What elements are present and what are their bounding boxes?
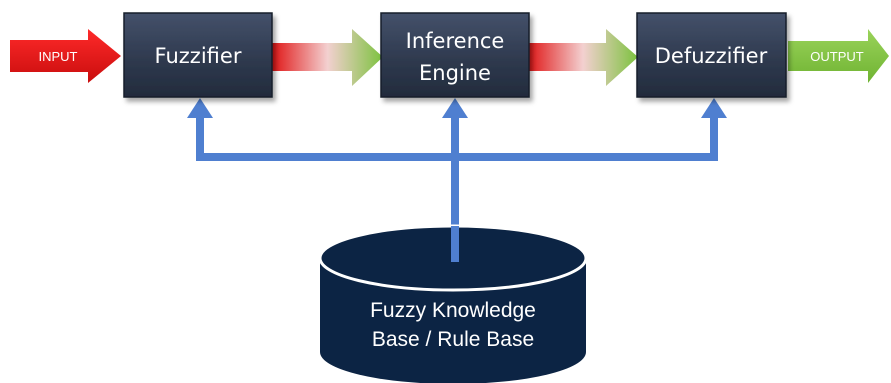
fuzzifier-to-inference-arrow [272, 29, 383, 86]
arrowhead-inference [442, 98, 468, 118]
defuzzifier-box: Defuzzifier [636, 12, 787, 98]
output-arrow: OUTPUT [788, 29, 889, 83]
input-label: INPUT [39, 49, 78, 64]
fuzzifier-box: Fuzzifier [123, 12, 273, 98]
input-arrow: INPUT [10, 29, 121, 83]
defuzzifier-label: Defuzzifier [655, 44, 768, 68]
fuzzifier-label: Fuzzifier [155, 44, 242, 68]
knowledge-base-cylinder: Fuzzy Knowledge Base / Rule Base [318, 224, 588, 383]
arrowhead-defuzzifier [701, 98, 727, 118]
inference-to-defuzzifier-arrow [528, 29, 638, 86]
arrowhead-fuzzifier [187, 98, 213, 118]
knowledge-base-label-line1: Fuzzy Knowledge [370, 299, 536, 322]
inference-engine-box: Inference Engine [380, 12, 530, 98]
inference-engine-label-line1: Inference [406, 29, 505, 53]
inference-engine-label-line2: Engine [419, 61, 491, 85]
knowledge-base-label-line2: Base / Rule Base [372, 328, 534, 351]
output-label: OUTPUT [810, 49, 864, 64]
